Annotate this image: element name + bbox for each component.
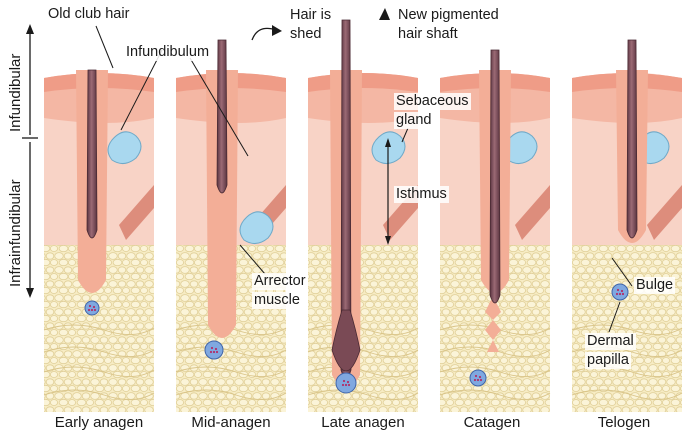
label-new-pigmented: New pigmented: [398, 7, 499, 24]
panel-late-anagen: [308, 20, 418, 412]
label-hair-shaft: hair shaft: [398, 26, 458, 43]
caption-catagen: Catagen: [432, 414, 552, 431]
label-isthmus: Isthmus: [394, 186, 449, 203]
caption-early-anagen: Early anagen: [39, 414, 159, 431]
caption-late-anagen: Late anagen: [303, 414, 423, 431]
label-old-club-hair: Old club hair: [48, 6, 129, 23]
caption-mid-anagen: Mid-anagen: [171, 414, 291, 431]
bar-arrow-bottom: [26, 288, 34, 298]
label-arrector: Arrector: [252, 273, 308, 290]
label-papilla: papilla: [585, 352, 631, 369]
label-bulge: Bulge: [634, 277, 675, 294]
panel-early-anagen: [44, 70, 154, 412]
new-hair-arrow: [379, 8, 390, 20]
label-infrainfundibular: Infrainfundibular: [7, 179, 24, 287]
label-infundibulum: Infundibulum: [124, 44, 211, 61]
bar-arrow-top: [26, 24, 34, 34]
label-hair-is: Hair is: [290, 7, 331, 24]
label-shed: shed: [290, 26, 321, 43]
label-dermal: Dermal: [585, 333, 636, 350]
panel-mid-anagen: [176, 40, 286, 412]
label-muscle: muscle: [252, 292, 302, 309]
label-sebaceous: Sebaceous: [394, 93, 471, 110]
caption-telogen: Telogen: [564, 414, 683, 431]
label-infundibular: Infundibular: [7, 54, 24, 132]
label-gland: gland: [394, 112, 433, 129]
